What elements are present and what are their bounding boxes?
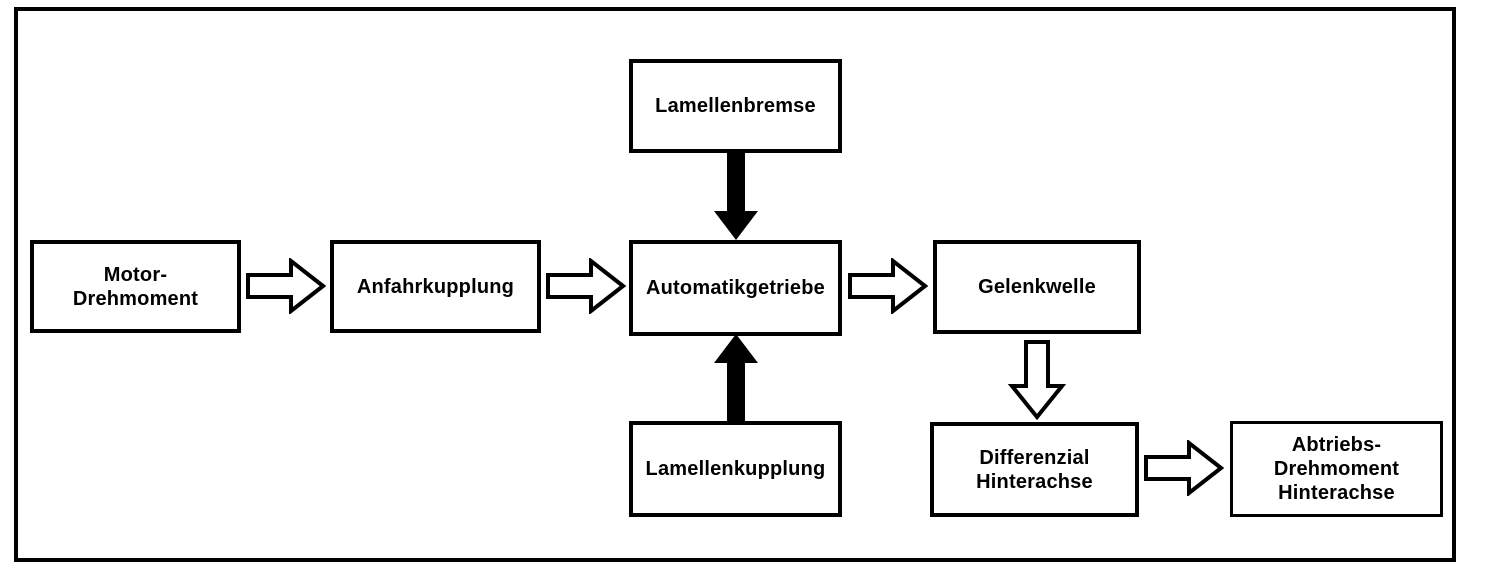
hollow-arrow-down-icon xyxy=(1008,340,1066,420)
hollow-arrow-right-icon xyxy=(848,258,928,314)
hollow-arrow-right-icon xyxy=(246,258,326,314)
node-motor-drehmoment: Motor- Drehmoment xyxy=(30,240,241,333)
node-anfahrkupplung: Anfahrkupplung xyxy=(330,240,541,333)
solid-arrow-down-icon xyxy=(714,152,758,240)
node-lamellenbremse: Lamellenbremse xyxy=(629,59,842,153)
hollow-arrow-right-icon xyxy=(1144,440,1224,496)
node-differenzial-hinterachse: Differenzial Hinterachse xyxy=(930,422,1139,517)
node-gelenkwelle: Gelenkwelle xyxy=(933,240,1141,334)
node-abtriebs-drehmoment-hinterachse: Abtriebs- Drehmoment Hinterachse xyxy=(1230,421,1443,517)
node-automatikgetriebe: Automatikgetriebe xyxy=(629,240,842,336)
solid-arrow-up-icon xyxy=(714,334,758,422)
node-lamellenkupplung: Lamellenkupplung xyxy=(629,421,842,517)
hollow-arrow-right-icon xyxy=(546,258,626,314)
